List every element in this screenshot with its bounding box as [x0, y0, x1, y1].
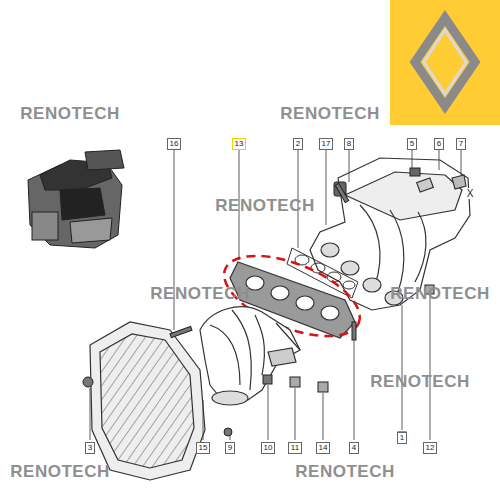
fasteners [83, 183, 434, 440]
watermark: RENOTECH [280, 104, 379, 124]
callout-number: 1 [397, 432, 407, 444]
callout-number: 6 [434, 138, 444, 150]
callout-number: 13 [232, 138, 247, 150]
watermark: RENOTECH [390, 284, 489, 304]
sensor [334, 168, 420, 196]
exhaust-manifold [200, 307, 300, 405]
watermark: RENOTECH [20, 104, 119, 124]
callout-number: 10 [261, 442, 276, 454]
watermark: RENOTECH [10, 462, 109, 482]
callout-number: 8 [344, 138, 354, 150]
renault-logo [415, 18, 475, 106]
callout-number: 5 [407, 138, 417, 150]
watermark: RENOTECH [370, 372, 469, 392]
watermark: RENOTECH [295, 462, 394, 482]
callout-number: 12 [423, 442, 438, 454]
callout-number: 4 [349, 442, 359, 454]
callout-letter: X [466, 188, 475, 199]
callout-number: 9 [225, 442, 235, 454]
engine-thumbnail [28, 150, 124, 248]
watermark: RENOTECH [150, 284, 249, 304]
heat-shield [90, 322, 205, 480]
callout-number: 11 [288, 442, 302, 454]
callout-number: 14 [316, 442, 331, 454]
callout-number: 16 [167, 138, 182, 150]
callout-number: 15 [196, 442, 211, 454]
callout-number: 2 [293, 138, 303, 150]
callout-number: 7 [456, 138, 466, 150]
callout-number: 17 [319, 138, 334, 150]
callout-number: 3 [85, 442, 95, 454]
brand-panel [390, 0, 500, 125]
watermark: RENOTECH [215, 196, 314, 216]
